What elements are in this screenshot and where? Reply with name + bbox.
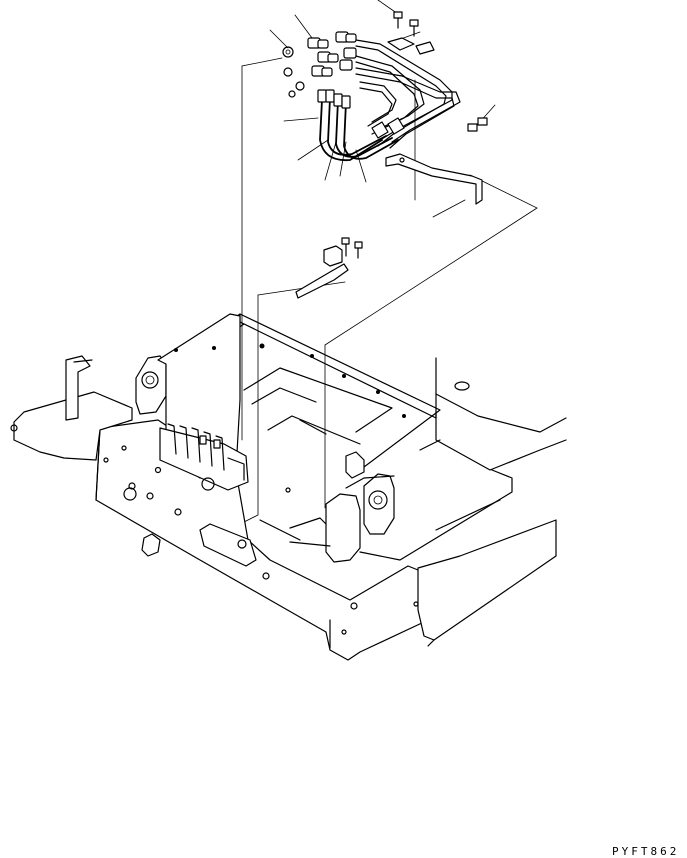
steel-tube-bundle (355, 39, 461, 149)
drawing-code: PYFT862 (612, 845, 680, 858)
callout-leaders (269, 0, 496, 218)
mounting-bracket (295, 237, 363, 299)
control-valve-stack (159, 423, 249, 491)
frame-left-member (10, 355, 133, 461)
frame-lower-parts (141, 517, 331, 567)
hose-fittings-cluster (282, 31, 357, 98)
clamp-bolts (387, 11, 488, 132)
hydraulic-hoses (317, 89, 405, 162)
bolt-holes (103, 343, 419, 635)
frame-right-post (325, 451, 395, 563)
tube-bracket (385, 153, 483, 205)
frame-right-member (359, 357, 567, 647)
